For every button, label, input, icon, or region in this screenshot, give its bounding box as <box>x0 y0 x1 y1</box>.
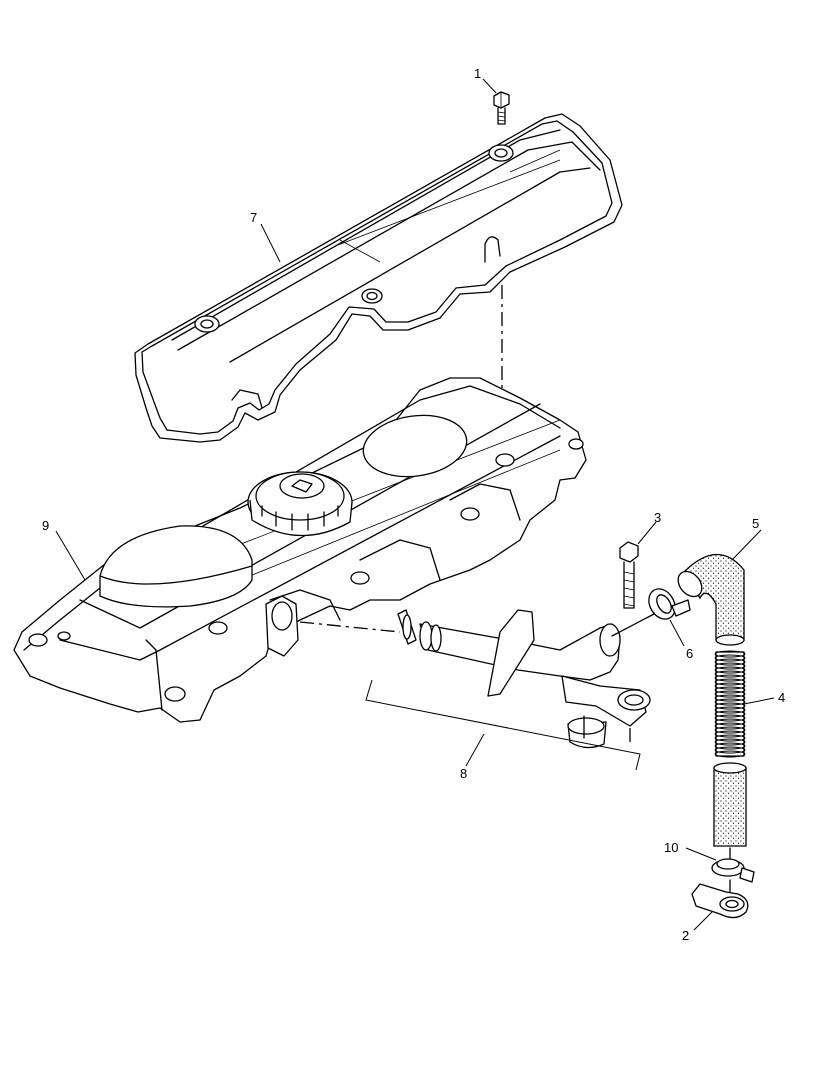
hose-corrugation-ring <box>714 662 746 670</box>
part-10-clamp <box>711 847 755 883</box>
hose-corrugation-ring <box>714 726 746 734</box>
callout-2: 2 <box>682 928 689 943</box>
hose-corrugation-ring <box>714 670 746 678</box>
part-2-clip <box>691 879 749 919</box>
hose-corrugation-ring <box>714 690 746 698</box>
part-9-cylinder-head <box>13 377 587 723</box>
hose-corrugation-ring <box>714 678 746 686</box>
hose-corrugation-ring <box>714 730 746 738</box>
hose-corrugation-ring <box>714 722 746 730</box>
hose-corrugation-ring <box>714 750 746 758</box>
callout-4: 4 <box>778 690 785 705</box>
hose-corrugation-ring <box>714 674 746 682</box>
part-7-valve-cover <box>134 113 623 443</box>
hose-corrugation-ring <box>714 734 746 742</box>
hose-corrugation-ring <box>714 710 746 718</box>
part-8-breather-tube <box>397 609 651 749</box>
clamp-guide <box>611 613 655 637</box>
part-8-extent-bracket <box>365 679 641 771</box>
hose-corrugation-ring <box>714 746 746 754</box>
hose-corrugation-ring <box>714 738 746 746</box>
hose-corrugation-ring <box>714 654 746 662</box>
callout-5: 5 <box>752 516 759 531</box>
callout-10: 10 <box>664 840 678 855</box>
hose-corrugation-ring <box>714 706 746 714</box>
hose-corrugation-ring <box>714 658 746 666</box>
hose-corrugation-ring <box>714 702 746 710</box>
part-3-bolt <box>619 541 639 609</box>
callout-6: 6 <box>686 646 693 661</box>
hose-corrugation-ring <box>714 682 746 690</box>
hose-corrugation-ring <box>714 694 746 702</box>
hose-corrugation-ring <box>714 698 746 706</box>
callout-8: 8 <box>460 766 467 781</box>
port-centerline <box>299 621 401 633</box>
callout-labels: 1 2 3 4 5 6 7 8 9 10 <box>42 66 785 943</box>
callout-7: 7 <box>250 210 257 225</box>
hose-corrugation-ring <box>714 714 746 722</box>
hose-corrugation-ring <box>714 686 746 694</box>
part-1-bolt <box>493 91 510 125</box>
hose-corrugation-ring <box>714 650 746 658</box>
part-4-corrugated-hose <box>713 650 747 847</box>
hose-corrugation-ring <box>714 666 746 674</box>
callout-leaders <box>55 78 775 931</box>
callout-1: 1 <box>474 66 481 81</box>
callout-9: 9 <box>42 518 49 533</box>
hose-corrugation-ring <box>714 742 746 750</box>
hose-corrugation-ring <box>714 718 746 726</box>
part-5-elbow-hose <box>677 553 745 646</box>
part-6-clamp <box>648 588 691 620</box>
callout-3: 3 <box>654 510 661 525</box>
